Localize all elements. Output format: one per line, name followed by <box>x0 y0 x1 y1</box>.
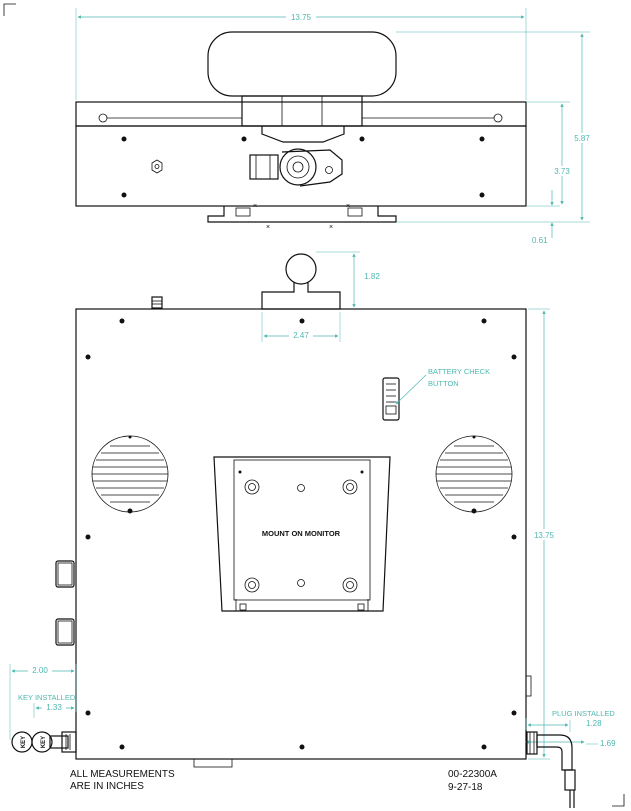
svg-text:×: × <box>266 224 270 231</box>
top-body <box>75 125 527 207</box>
dimension-plug-bottom: 1.69 <box>600 739 616 748</box>
dimension-key-outer: 2.00 <box>32 666 48 675</box>
clamp-block <box>241 95 363 127</box>
dimension-body-height: 3.73 <box>554 167 570 176</box>
mount-ball-base <box>261 282 341 310</box>
svg-text:×: × <box>253 203 257 210</box>
mount-ball <box>285 253 317 285</box>
part-number: 00-22300A <box>448 769 497 780</box>
speaker-grille-right-icon <box>435 435 513 513</box>
measurement-note-line1: ALL MEASUREMENTS <box>70 769 175 780</box>
antenna-nub <box>151 296 163 309</box>
battery-callout-line2: BUTTON <box>428 379 459 388</box>
ball-joint-icon <box>279 148 317 186</box>
speaker-grille-left-icon <box>91 435 169 513</box>
side-port <box>525 675 532 697</box>
key-tag-label: KEY <box>41 736 47 748</box>
top-view: 13.75 × <box>75 8 594 245</box>
drawing-date: 9-27-18 <box>448 782 483 793</box>
battery-callout-line1: BATTERY CHECK <box>428 367 490 376</box>
svg-text:×: × <box>329 224 333 231</box>
battery-check-button[interactable] <box>382 377 400 421</box>
foot-bracket <box>207 206 397 223</box>
rail-screw-icon <box>493 113 503 123</box>
monitor-mount-plate <box>213 456 391 612</box>
key-installed-callout: KEY INSTALLED <box>18 693 76 702</box>
dimension-ball-height: 1.82 <box>364 272 380 281</box>
dimension-foot-offset: 0.61 <box>532 236 548 245</box>
key-icon <box>11 731 77 753</box>
dimension-key-inner: 1.33 <box>46 703 62 712</box>
side-knob-upper[interactable] <box>55 560 75 588</box>
connector-block <box>249 154 279 180</box>
dimension-top-width: 13.75 <box>291 13 312 22</box>
plug-icon <box>526 731 576 808</box>
rail-screw-icon <box>98 113 108 123</box>
hex-nut-icon <box>151 159 163 174</box>
dimension-plug-top: 1.28 <box>586 719 602 728</box>
top-rail <box>75 101 527 127</box>
speaker-dome <box>207 31 397 97</box>
corner-mark-top-left <box>3 3 16 16</box>
svg-text:×: × <box>346 203 350 210</box>
dimension-ball-base: 2.47 <box>293 331 309 340</box>
front-body <box>75 308 527 760</box>
bottom-foot <box>193 758 233 768</box>
dimension-total-height: 5.87 <box>574 134 590 143</box>
key-tag-label: KEY <box>21 736 27 748</box>
corner-mark-bottom-right <box>612 794 625 807</box>
plug-installed-callout: PLUG INSTALLED <box>552 709 615 718</box>
side-knob-lower[interactable] <box>55 618 75 646</box>
mount-on-monitor-label: MOUNT ON MONITOR <box>262 529 341 538</box>
front-view: 1.82 2.47 <box>9 251 616 808</box>
dimension-front-height: 13.75 <box>534 531 555 540</box>
measurement-note-line2: ARE IN INCHES <box>70 781 144 792</box>
